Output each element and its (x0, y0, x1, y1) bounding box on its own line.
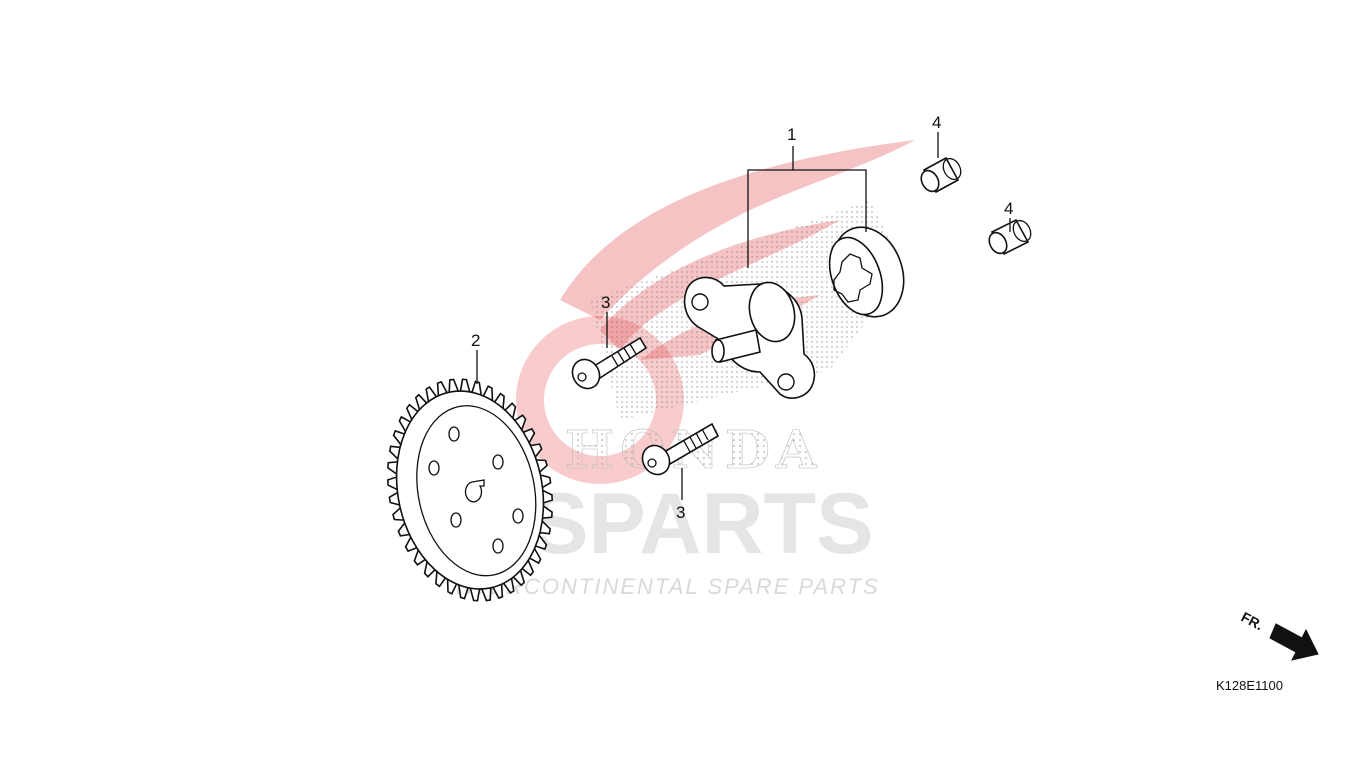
callout-1[interactable]: 1 (787, 125, 796, 144)
diagram-code: K128E1100 (1216, 678, 1283, 693)
bolt-lower[interactable] (637, 422, 720, 500)
pin-upper-far-end (942, 157, 962, 181)
pump-rotor-housing (748, 281, 796, 343)
gear-hole (448, 426, 460, 442)
gear-hole (450, 512, 462, 528)
inner-rotor (833, 253, 873, 303)
front-direction-indicator: FR. (1239, 609, 1319, 661)
gear-hole (428, 460, 440, 476)
pump-mount-hole (777, 373, 795, 391)
pin-upper-end (920, 169, 940, 193)
gear-hole (492, 454, 504, 470)
pin-lower-far-end (1012, 219, 1032, 243)
callout-4-lower[interactable]: 4 (1004, 199, 1013, 218)
front-direction-label: FR. (1239, 609, 1266, 634)
bolt-upper-threads (611, 343, 637, 367)
callout-4-upper[interactable]: 4 (932, 113, 941, 132)
bolt-upper[interactable] (567, 312, 648, 393)
callout-2[interactable]: 2 (471, 331, 480, 350)
pump-mount-hole (691, 293, 709, 311)
pump-shaft-end (711, 339, 725, 363)
sprocket-gear[interactable] (379, 377, 561, 603)
bolt-upper-socket (577, 372, 587, 382)
bolt-lower-socket (647, 458, 657, 468)
callout-3-lower[interactable]: 3 (676, 503, 685, 522)
bolt-lower-threads (683, 428, 709, 453)
gear-hole (492, 538, 504, 554)
gear-inner-rim (416, 405, 537, 577)
bolt-lower-head (641, 444, 671, 476)
callout-3-upper[interactable]: 3 (601, 293, 610, 312)
dowel-pin-upper[interactable] (918, 132, 964, 194)
gear-center-bore (464, 479, 485, 503)
bolt-upper-head (571, 358, 601, 390)
callout-bracket (747, 169, 867, 268)
oil-pump-assembly[interactable] (590, 146, 916, 420)
dowel-pin-lower[interactable] (986, 218, 1034, 257)
gear-hole (512, 508, 524, 524)
pin-lower-end (988, 231, 1008, 255)
front-arrow-icon (1269, 623, 1319, 661)
